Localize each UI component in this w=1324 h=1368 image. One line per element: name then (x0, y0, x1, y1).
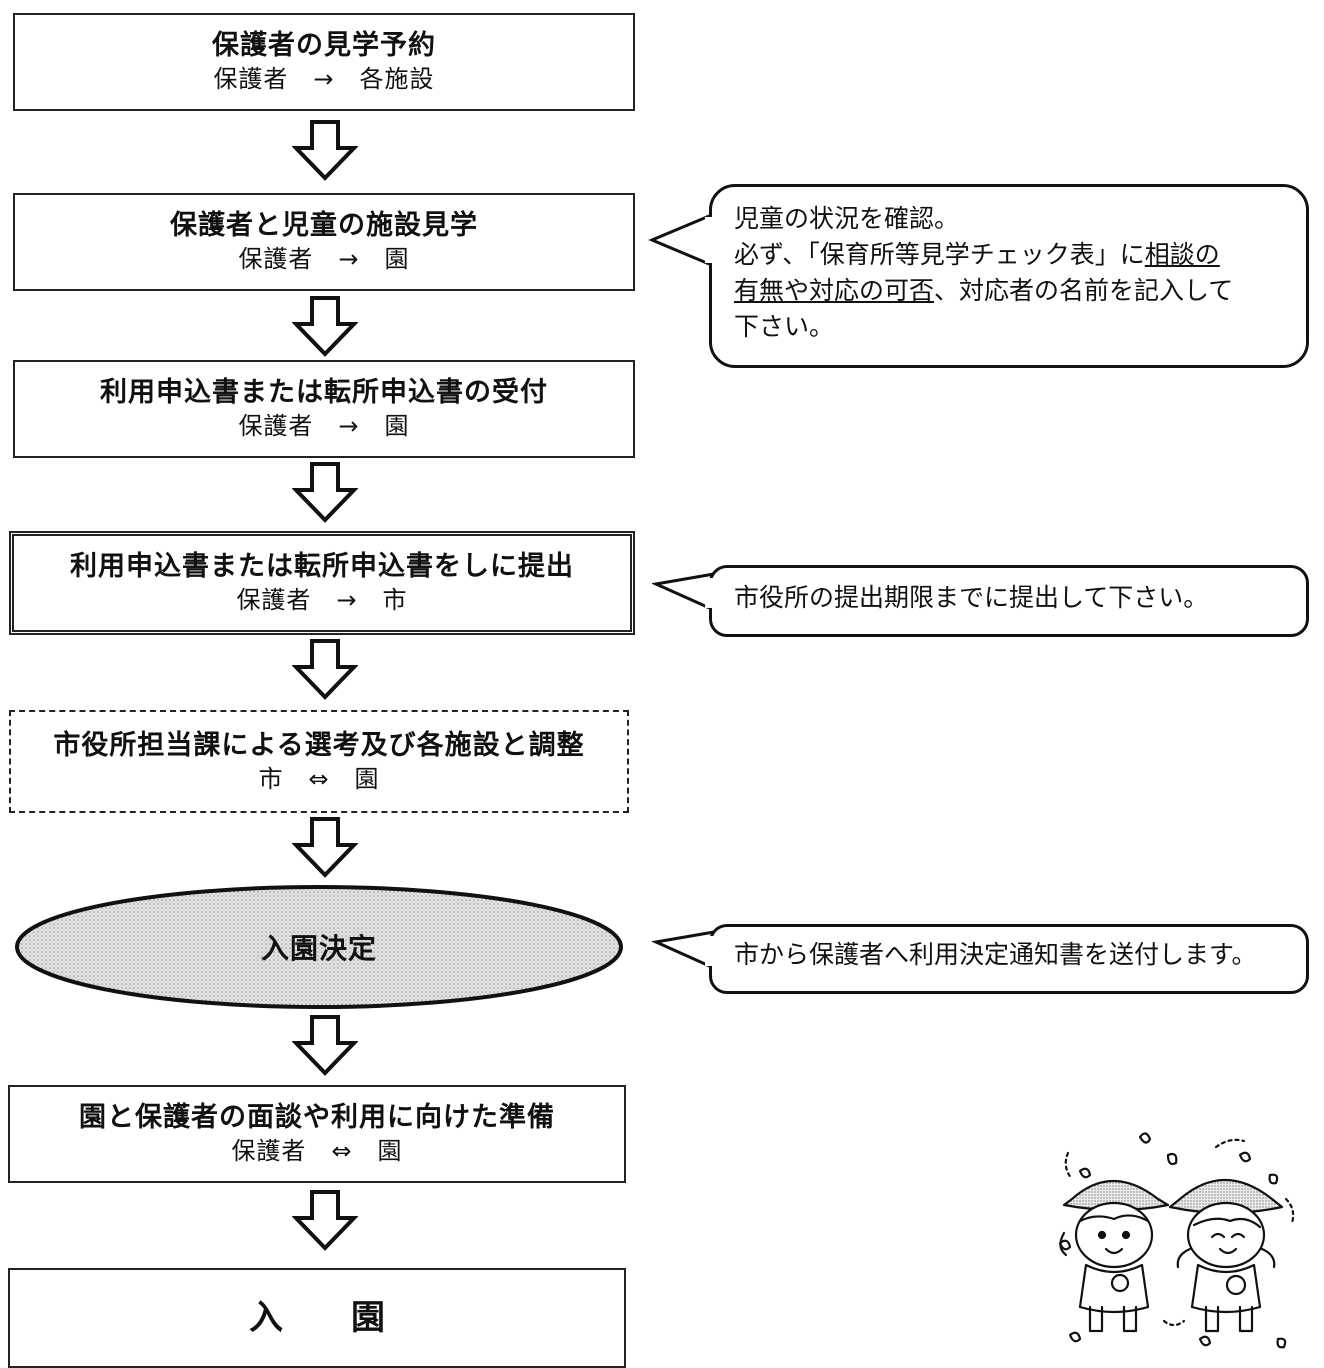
down-arrow-icon (294, 296, 356, 356)
step-sub: 保護者 ⇔ 園 (231, 1137, 403, 1165)
step-visit-reservation: 保護者の見学予約 保護者 → 各施設 (13, 13, 635, 111)
note-underlined: 有無や対応の可否 (734, 276, 935, 305)
step-admission-decision: 入園決定 (13, 883, 625, 1011)
note-underlined: 相談の (1144, 240, 1220, 269)
decision-ellipse (15, 885, 623, 1009)
step-interview-preparation: 園と保護者の面談や利用に向けた準備 保護者 ⇔ 園 (8, 1085, 626, 1183)
note-visit: 児童の状況を確認。 必ず、「保育所等見学チェック表」に相談の 有無や対応の可否、… (709, 184, 1309, 368)
step-admission: 入 園 (8, 1268, 626, 1368)
step-title: 入園決定 (260, 932, 377, 965)
note-text: 、対応者の名前を記入して (934, 276, 1234, 305)
note-submit: 市役所の提出期限までに提出して下さい。 (709, 565, 1309, 637)
note-line: 有無や対応の可否、対応者の名前を記入して (734, 273, 1284, 309)
step-application-submission: 利用申込書または転所申込書をしに提出 保護者 → 市 (9, 531, 635, 635)
down-arrow-icon (294, 1015, 356, 1075)
step-title: 利用申込書または転所申込書の受付 (100, 377, 548, 408)
note-line: 下さい。 (734, 312, 835, 341)
step-application-receipt: 利用申込書または転所申込書の受付 保護者 → 園 (13, 360, 635, 458)
step-title: 保護者と児童の施設見学 (170, 210, 478, 241)
step-sub: 保護者 → 園 (238, 412, 410, 440)
note-line: 市から保護者へ利用決定通知書を送付します。 (734, 940, 1257, 969)
step-title: 入 園 (249, 1298, 385, 1338)
step-title: 利用申込書または転所申込書をしに提出 (70, 551, 574, 582)
down-arrow-icon (294, 639, 356, 699)
note-line: 必ず、「保育所等見学チェック表」に相談の (734, 237, 1284, 273)
callout-tail-mask (705, 578, 717, 608)
down-arrow-icon (294, 817, 356, 877)
down-arrow-icon (294, 1190, 356, 1250)
step-title: 市役所担当課による選考及び各施設と調整 (53, 729, 585, 761)
down-arrow-icon (294, 462, 356, 522)
step-facility-visit: 保護者と児童の施設見学 保護者 → 園 (13, 193, 635, 291)
step-sub: 保護者 → 各施設 (213, 65, 435, 93)
note-text: 必ず、「保育所等見学チェック表」に (734, 240, 1145, 269)
note-decision: 市から保護者へ利用決定通知書を送付します。 (709, 924, 1309, 994)
callout-tail-mask (705, 936, 717, 966)
callout-tail-mask (705, 217, 717, 263)
note-line: 市役所の提出期限までに提出して下さい。 (734, 583, 1209, 612)
step-title: 園と保護者の面談や利用に向けた準備 (79, 1102, 555, 1133)
callout-tail (652, 572, 715, 612)
step-selection-coordination: 市役所担当課による選考及び各施設と調整 市 ⇔ 園 (9, 710, 629, 813)
down-arrow-icon (294, 120, 356, 180)
callout-tail (648, 212, 715, 268)
callout-tail (652, 930, 715, 970)
children-illustration (1058, 1132, 1295, 1349)
step-sub: 保護者 → 園 (238, 245, 410, 273)
step-sub: 保護者 → 市 (236, 586, 408, 614)
step-title: 保護者の見学予約 (212, 30, 436, 61)
step-sub: 市 ⇔ 園 (258, 764, 380, 793)
note-line: 児童の状況を確認。 (734, 204, 960, 233)
